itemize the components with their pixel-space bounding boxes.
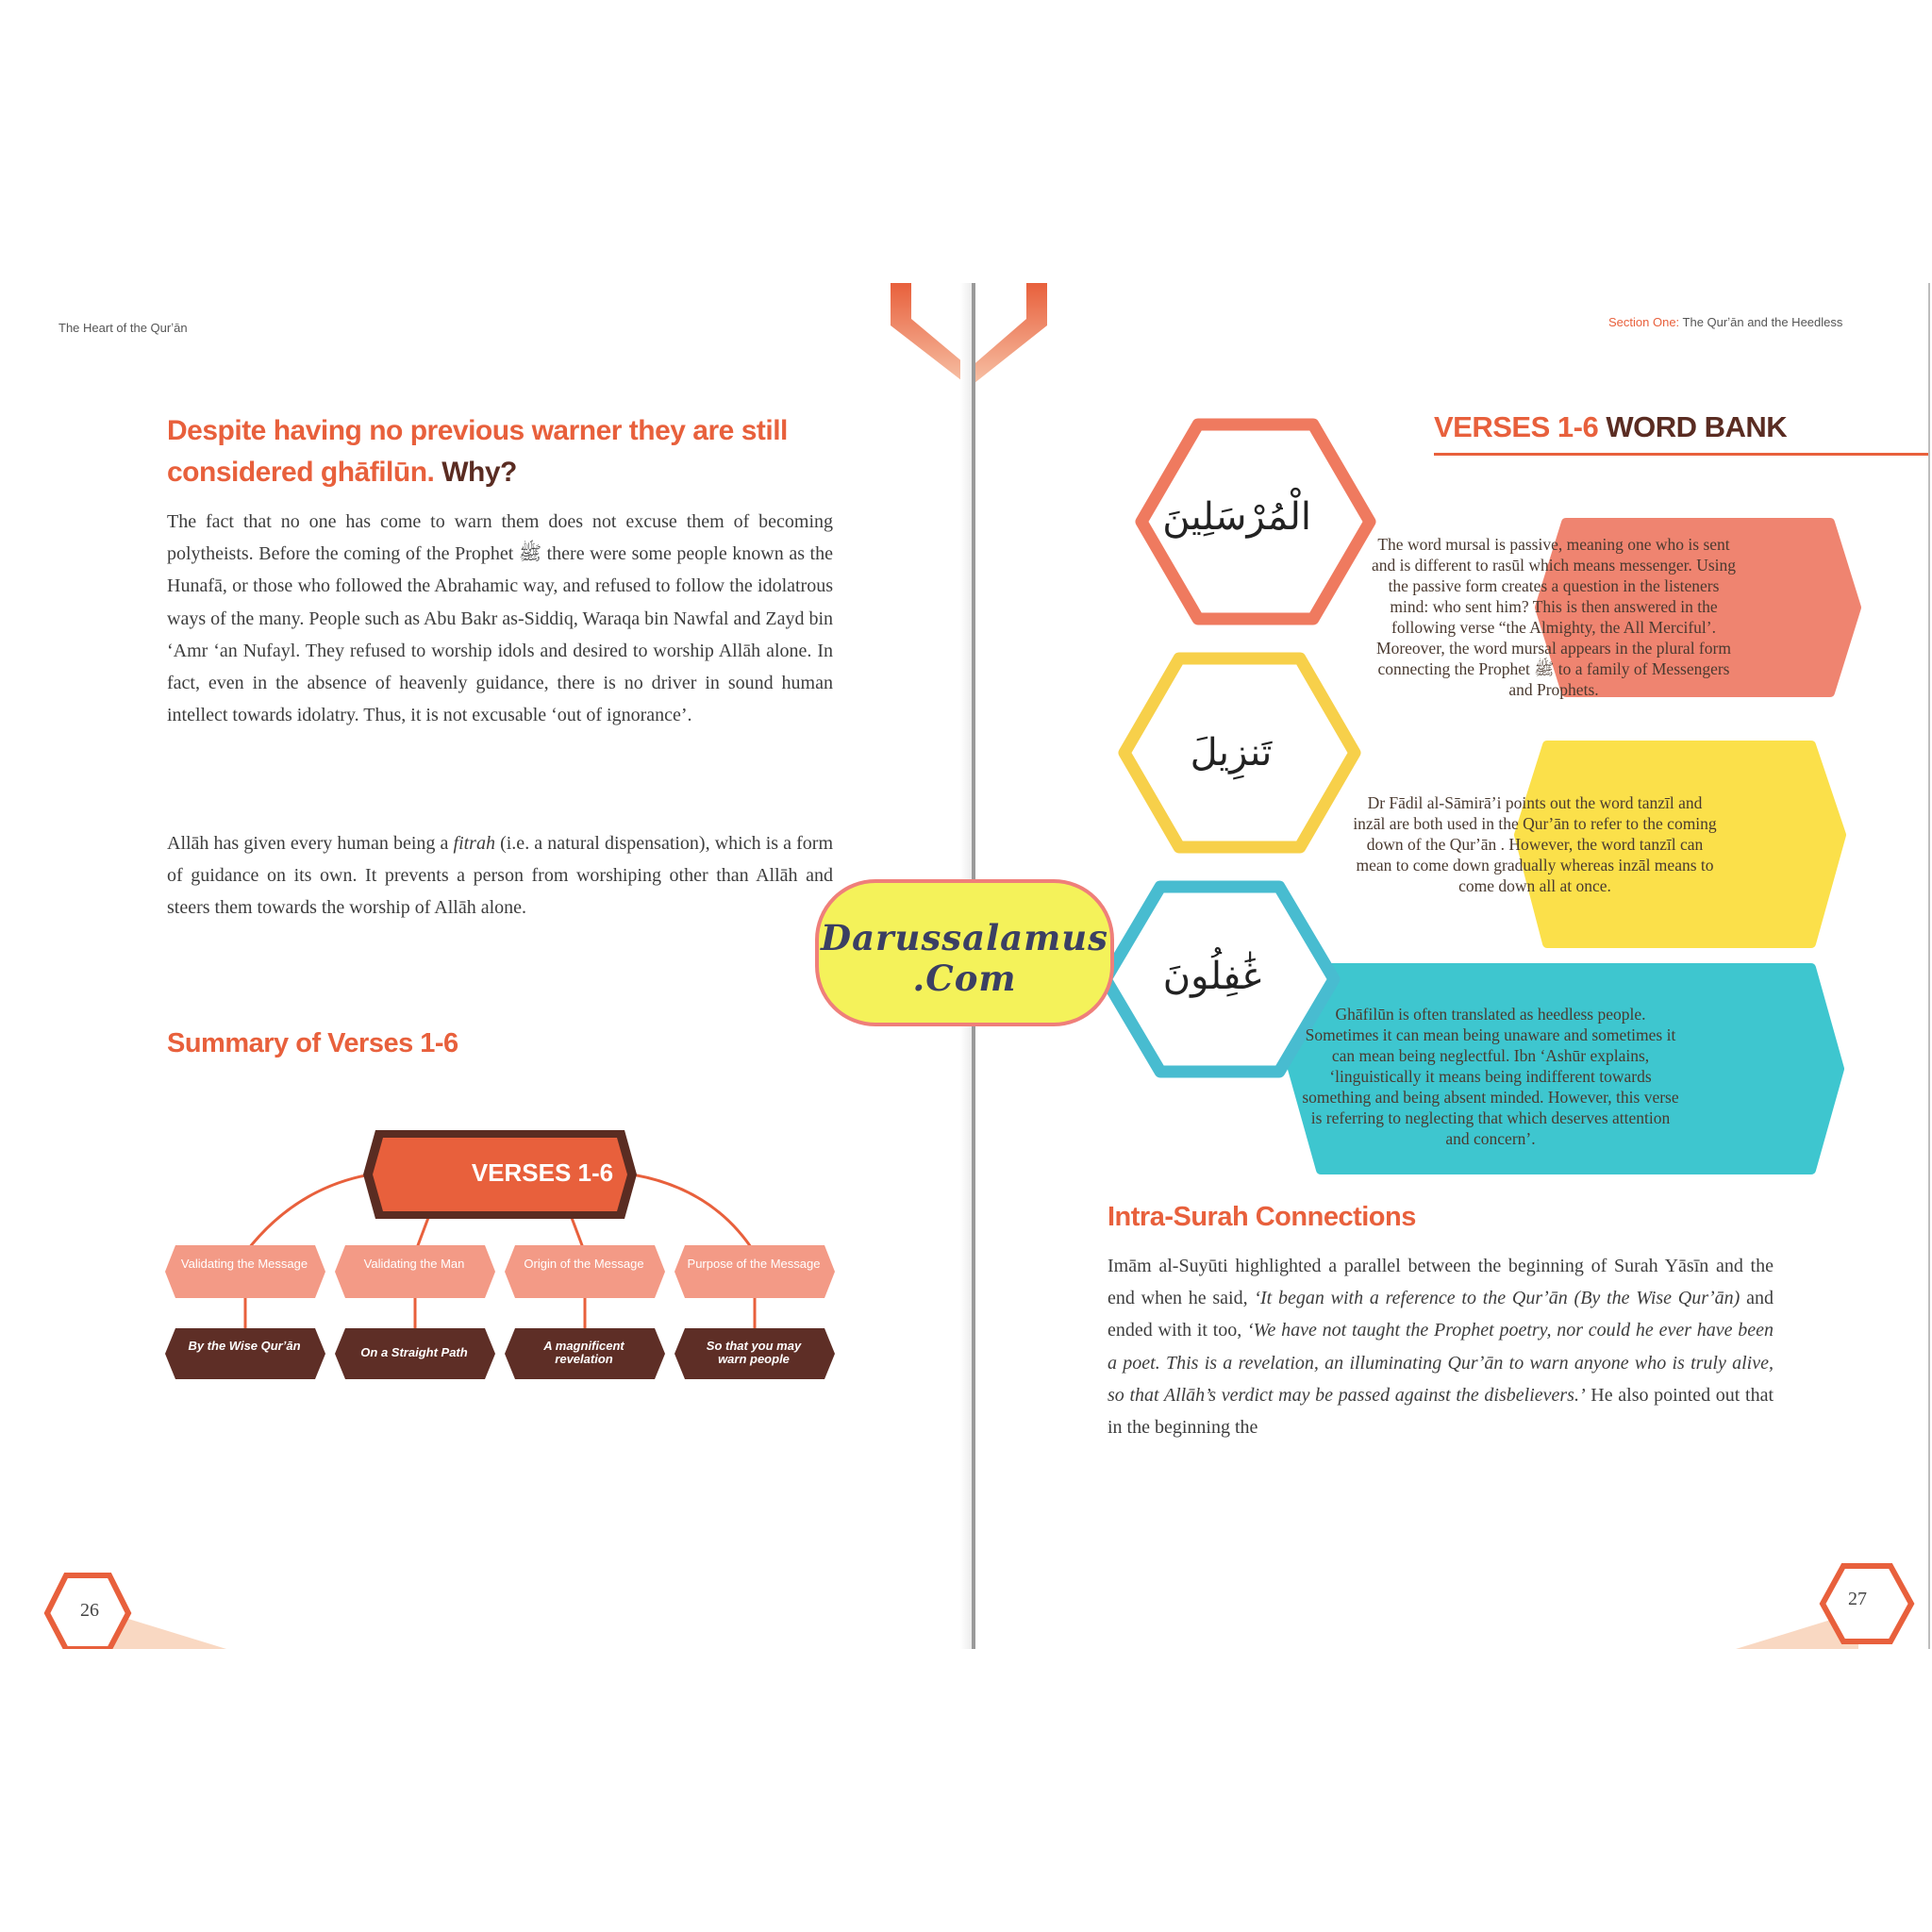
branch-label-3: Origin of the Message — [524, 1257, 644, 1271]
intra-part-c: He also pointed out that in the beginnin… — [1108, 1384, 1774, 1439]
left-page-number: 26 — [80, 1600, 99, 1621]
card-2-hexagon — [1118, 652, 1361, 854]
left-page-number-badge — [43, 1573, 226, 1649]
card-3-body — [1288, 963, 1844, 1174]
right-running-head: Section One: The Qurʼān and the Heedless — [1608, 315, 1842, 329]
leaf-label-3: A magnificent revelation — [543, 1339, 625, 1366]
right-page-number-badge — [1736, 1563, 1915, 1649]
paragraph2-fitrah: fitrah — [453, 833, 495, 854]
intra-paragraph: Imām al-Suyūti highlighted a parallel be… — [1108, 1250, 1774, 1443]
leaf-label-4: So that you may warn people — [706, 1339, 802, 1366]
branch-label-2: Validating the Man — [363, 1257, 465, 1271]
branch-hex-1 — [165, 1245, 325, 1298]
intra-quote-2: ‘We have not taught the Prophet poetry, … — [1108, 1320, 1774, 1406]
leaf-label-1: By the Wise Qurʼān — [188, 1339, 301, 1353]
card-3-text: Ghāfilūn is often translated as heedless… — [1302, 1005, 1679, 1148]
watermark-line-1: Darussalamus — [820, 917, 1108, 958]
mindmap-root-label: VERSES 1-6 — [471, 1158, 614, 1187]
watermark-line-2: .Com — [912, 958, 1017, 999]
leaf-hex-2 — [335, 1328, 495, 1379]
word-bank-rule — [1434, 453, 1928, 456]
branch-label-4: Purpose of the Message — [687, 1257, 821, 1271]
paragraph2-part-b: (i.e. a natural dispensation), which is … — [167, 833, 834, 919]
card-2-body — [1514, 741, 1846, 948]
heading-main: Despite having no previous warner they a… — [167, 415, 788, 488]
leaf-hex-3 — [505, 1328, 665, 1379]
leaf-hex-1 — [165, 1328, 325, 1379]
heading-why: Why? — [441, 457, 517, 488]
leaf-hex-4 — [675, 1328, 835, 1379]
branch-hex-3 — [505, 1245, 665, 1298]
watermark-badge — [815, 879, 1114, 1026]
page-edge — [1928, 283, 1930, 1649]
paragraph2-part-a: Allāh has given every human being a — [167, 833, 449, 854]
summary-mindmap — [165, 1130, 835, 1379]
arabic-mursalin: الْمُرْسَلِينَ — [1162, 495, 1311, 539]
left-running-head: The Heart of the Qurʼān — [58, 321, 188, 335]
card-1-body — [1535, 518, 1861, 697]
running-head-section: Section One: — [1608, 315, 1680, 329]
left-heading: Despite having no previous warner they a… — [167, 410, 837, 493]
word-bank-title-verses: VERSES 1-6 — [1434, 410, 1599, 443]
card-1-text: The word mursal is passive, meaning one … — [1371, 535, 1737, 699]
card-1-hexagon — [1135, 418, 1376, 625]
leaf-label-2: On a Straight Path — [360, 1345, 468, 1359]
left-paragraph-2: Allāh has given every human being a fitr… — [167, 827, 833, 924]
arabic-ghafilun: غَٰفِلُونَ — [1162, 955, 1262, 998]
intra-part-b: and ended with it too, — [1108, 1288, 1774, 1341]
word-bank-title: VERSES 1-6 WORD BANK — [1434, 410, 1788, 444]
arabic-tanzil: تَنزِيلَ — [1190, 731, 1273, 774]
root-hexagon — [373, 1138, 627, 1211]
branch-hex-4 — [675, 1245, 835, 1298]
branch-hex-2 — [335, 1245, 495, 1298]
summary-title: Summary of Verses 1-6 — [167, 1028, 458, 1058]
intra-quote-1: ‘It began with a reference to the Qurʼān… — [1254, 1288, 1740, 1309]
word-bank-title-label: WORD BANK — [1606, 410, 1788, 443]
intra-part-a: Imām al-Suyūti highlighted a parallel be… — [1108, 1256, 1774, 1309]
intra-title: Intra-Surah Connections — [1108, 1202, 1416, 1232]
right-page-number: 27 — [1848, 1589, 1867, 1609]
left-paragraph-1: The fact that no one has come to warn th… — [167, 511, 834, 726]
branch-label-1: Validating the Message — [180, 1257, 308, 1271]
card-2-text: Dr Fādil al-Sāmirā’i points out the word… — [1353, 793, 1717, 895]
running-head-title: The Qurʼān and the Heedless — [1682, 315, 1843, 329]
